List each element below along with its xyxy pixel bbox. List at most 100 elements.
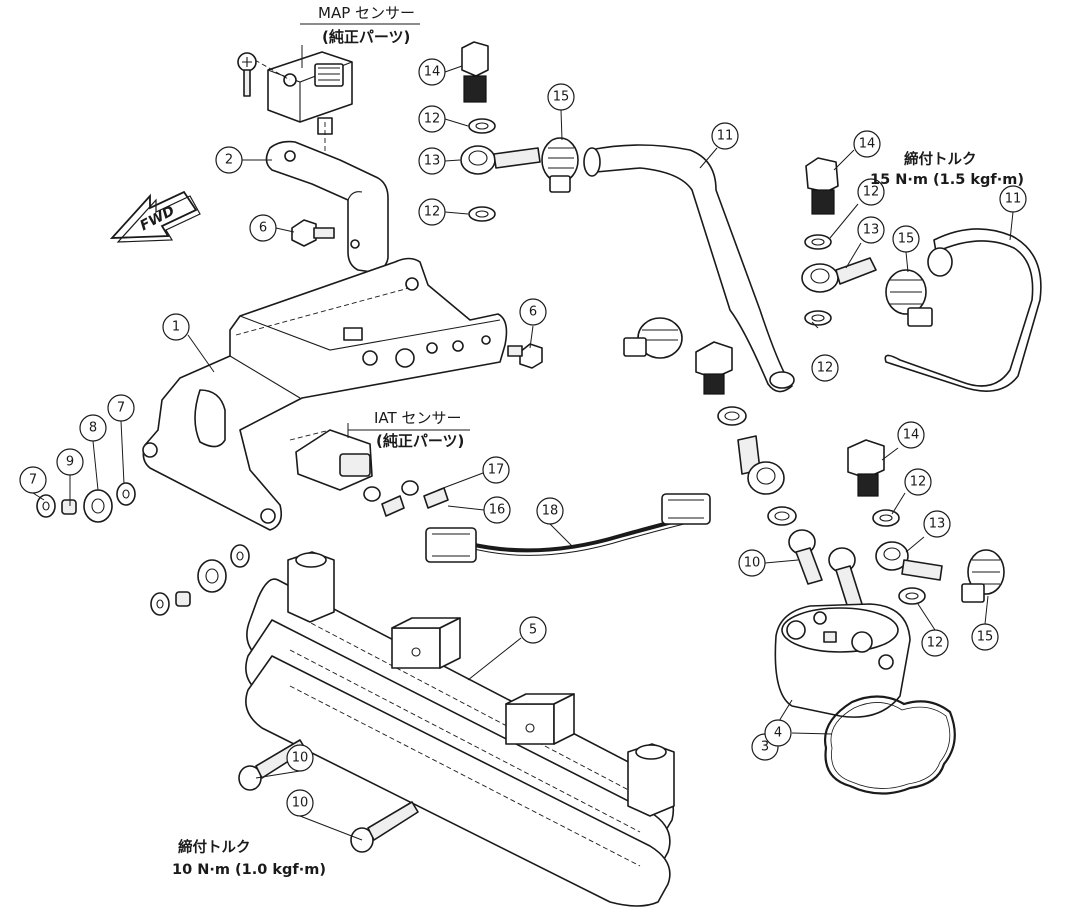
svg-text:10: 10 <box>744 556 761 571</box>
svg-text:6: 6 <box>529 305 537 320</box>
bolt-10-right-a <box>788 529 823 585</box>
bolt-6-right <box>507 343 543 369</box>
washer-12-right-c <box>872 509 900 527</box>
svg-text:8: 8 <box>89 421 97 436</box>
hose-clamp-15-top <box>541 137 579 193</box>
grommet-set-lower <box>150 544 250 616</box>
svg-text:7: 7 <box>117 401 125 416</box>
svg-text:13: 13 <box>424 154 441 169</box>
callout-10-right: 10 <box>738 549 766 577</box>
map-sensor <box>237 51 353 152</box>
callout-1: 1 <box>162 313 190 341</box>
callout-6-upper: 6 <box>249 214 277 242</box>
callout-12-right-d: 12 <box>921 629 949 657</box>
bolt-6-upper <box>291 219 335 247</box>
torque-cooler-title: 締付トルク <box>178 838 251 856</box>
o-ring-4 <box>823 695 956 795</box>
svg-text:4: 4 <box>774 726 782 741</box>
svg-text:12: 12 <box>817 361 834 376</box>
leader-lines <box>32 65 1014 841</box>
callout-14-right-lower: 14 <box>897 421 925 449</box>
adapter-3 <box>774 603 911 718</box>
svg-text:14: 14 <box>903 428 920 443</box>
svg-text:16: 16 <box>489 503 506 518</box>
svg-text:12: 12 <box>424 112 441 127</box>
torque-banjo-title: 締付トルク <box>904 150 977 168</box>
torque-banjo-value: 15 N·m (1.5 kgf·m) <box>870 172 1024 188</box>
svg-text:5: 5 <box>529 623 537 638</box>
banjo-bolt-14-right-lower <box>847 439 885 497</box>
washer-12-top-b <box>468 206 496 222</box>
svg-text:14: 14 <box>424 65 441 80</box>
svg-text:12: 12 <box>910 475 927 490</box>
washer-12-top-a <box>468 118 496 134</box>
fitting-13-right-top <box>801 257 877 293</box>
callout-10-lower-a: 10 <box>286 744 314 772</box>
fwd-arrow-icon <box>109 190 201 243</box>
callout-11-right: 11 <box>999 185 1027 213</box>
fitting-13-right-lower <box>875 541 943 581</box>
svg-text:2: 2 <box>225 153 233 168</box>
washer-12-right-a <box>804 234 832 250</box>
iat-sensor <box>289 429 449 517</box>
hose-clamp-15-right-lower <box>961 549 1005 603</box>
hose-clamp-15-right-top <box>885 269 933 327</box>
callout-13-right-lower: 13 <box>923 510 951 538</box>
callout-12-right-c: 12 <box>904 468 932 496</box>
svg-text:12: 12 <box>863 185 880 200</box>
bolt-10-lower-b <box>350 801 419 853</box>
bolt-10-right-b <box>828 547 863 609</box>
washer-12-right-d <box>898 587 926 605</box>
washer-12-right-b <box>804 310 832 326</box>
bracket-1 <box>142 257 508 531</box>
svg-text:13: 13 <box>863 223 880 238</box>
svg-text:13: 13 <box>929 517 946 532</box>
harness-18 <box>425 493 711 563</box>
grommet-set-upper <box>36 482 136 523</box>
banjo-bolt-14-middle <box>695 341 733 395</box>
banjo-bolt-14-top <box>461 41 489 103</box>
svg-text:12: 12 <box>927 636 944 651</box>
callout-15-top: 15 <box>547 83 575 111</box>
callout-16: 16 <box>483 496 511 524</box>
callout-13-top: 13 <box>418 147 446 175</box>
callout-15-right-lower: 15 <box>971 623 999 651</box>
svg-text:15: 15 <box>898 232 915 247</box>
svg-text:15: 15 <box>977 630 994 645</box>
callout-10-lower-b: 10 <box>286 789 314 817</box>
svg-text:7: 7 <box>29 473 37 488</box>
svg-text:17: 17 <box>488 463 505 478</box>
callout-8: 8 <box>79 414 107 442</box>
svg-text:1: 1 <box>172 320 180 335</box>
callout-2: 2 <box>215 146 243 174</box>
map-sensor-label: MAP センサー <box>318 4 415 22</box>
callout-17: 17 <box>482 456 510 484</box>
callout-7-right: 7 <box>107 394 135 422</box>
hose-clamp-15-middle <box>623 317 683 359</box>
svg-text:9: 9 <box>66 455 74 470</box>
callout-6-right: 6 <box>519 298 547 326</box>
fitting-13-top <box>460 145 541 175</box>
iat-sensor-label: IAT センサー <box>374 409 461 427</box>
callout-4: 4 <box>764 719 792 747</box>
svg-text:12: 12 <box>424 205 441 220</box>
bracket-2 <box>265 140 389 273</box>
svg-text:15: 15 <box>553 90 570 105</box>
torque-cooler-value: 10 N·m (1.0 kgf·m) <box>172 862 326 878</box>
svg-text:11: 11 <box>1005 192 1022 207</box>
callout-14-top: 14 <box>418 58 446 86</box>
callout-12-right-b: 12 <box>811 354 839 382</box>
callout-7-left: 7 <box>19 466 47 494</box>
banjo-bolt-14-right-top <box>805 157 839 215</box>
callout-9: 9 <box>56 448 84 476</box>
callout-11-top: 11 <box>711 122 739 150</box>
svg-text:10: 10 <box>292 796 309 811</box>
callout-14-right-top: 14 <box>853 130 881 158</box>
oil-hose-11-right <box>884 228 1042 392</box>
svg-text:10: 10 <box>292 751 309 766</box>
callout-5: 5 <box>519 616 547 644</box>
callout-13-right-top: 13 <box>857 216 885 244</box>
callout-12-top-a: 12 <box>418 105 446 133</box>
svg-text:6: 6 <box>259 221 267 236</box>
